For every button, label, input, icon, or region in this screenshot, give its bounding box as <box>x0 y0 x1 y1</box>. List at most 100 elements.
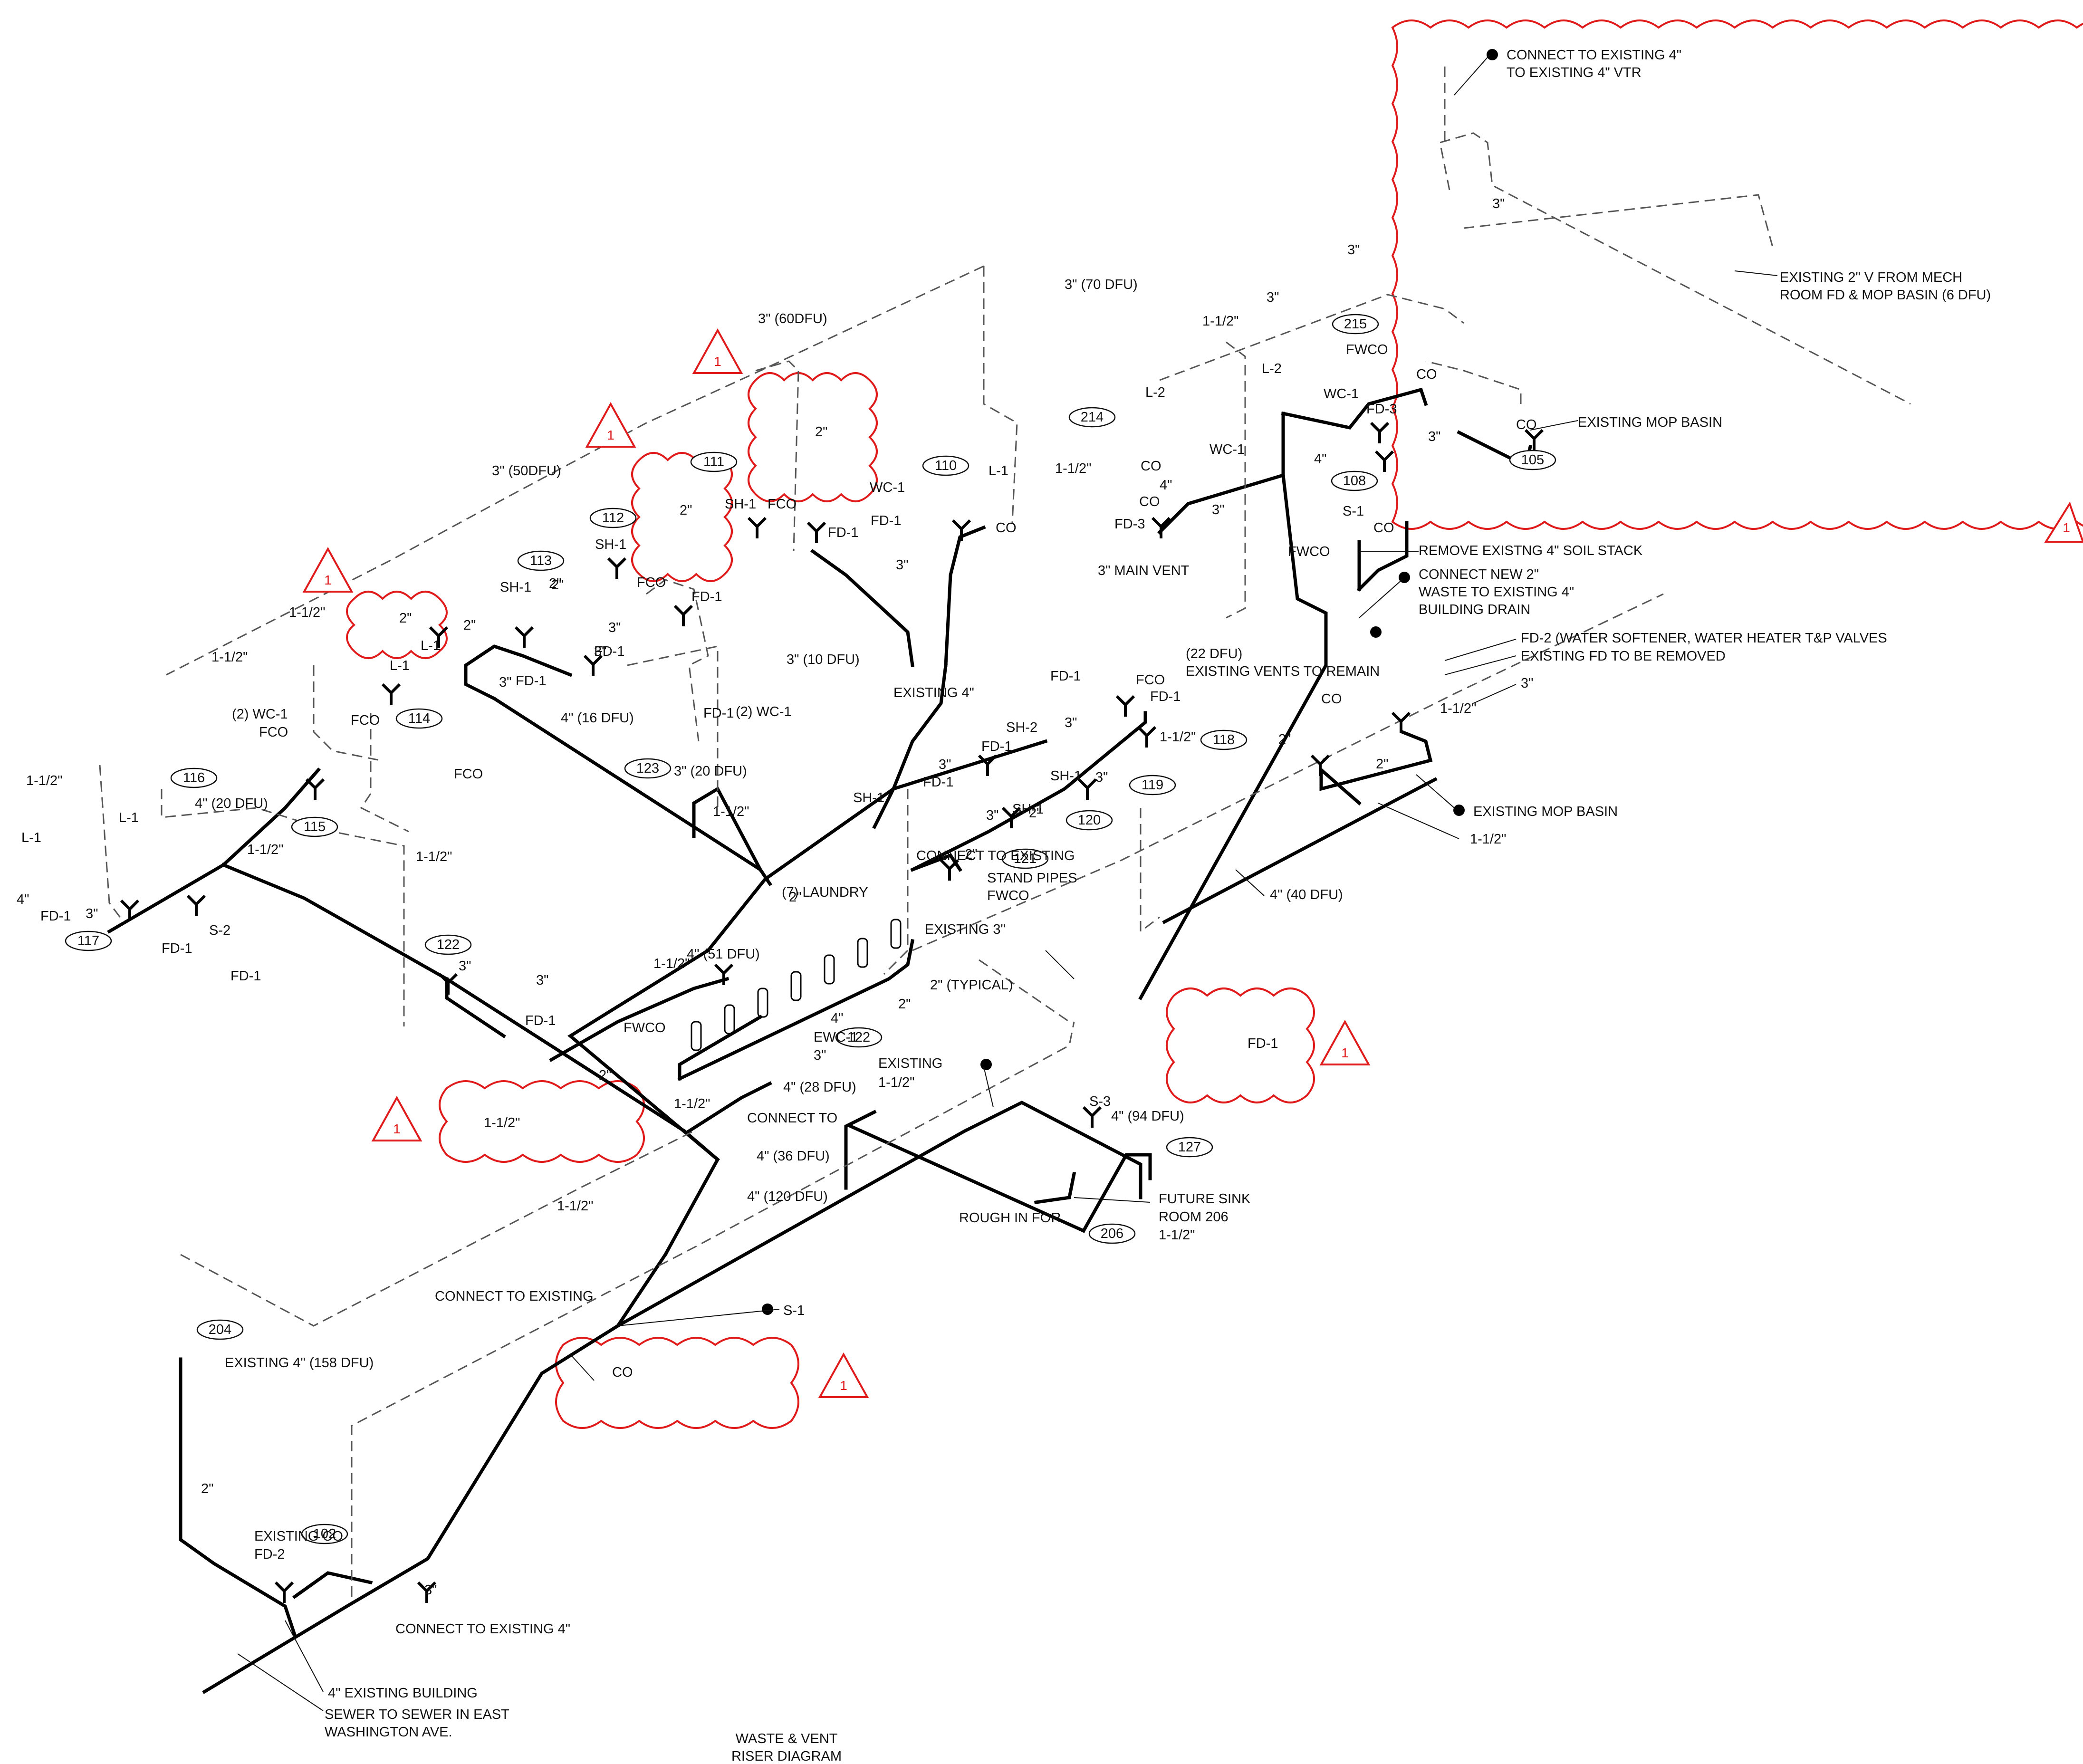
label: 2" <box>399 611 412 626</box>
svg-text:114: 114 <box>408 711 430 726</box>
label: 3" <box>594 644 606 659</box>
label: S-1 <box>1343 504 1364 519</box>
room-tag-117: 117 <box>65 930 112 951</box>
label: L-2 <box>1145 385 1165 400</box>
label: FD-1 <box>703 706 734 721</box>
label: FD-1 <box>525 1013 556 1028</box>
label: (7) LAUNDRY <box>782 885 868 900</box>
floor-drain-icon <box>673 604 693 626</box>
label: EXISTING CO <box>254 1529 343 1544</box>
label: 4" (40 DFU) <box>1270 887 1343 902</box>
label: ROUGH IN FOR <box>959 1210 1061 1226</box>
branch-sh1-121 <box>910 853 962 872</box>
label: 3" <box>1212 502 1224 518</box>
label: 3" <box>536 973 548 988</box>
label: 4" (20 DFU) <box>195 796 268 811</box>
label: FD-1 <box>516 673 546 689</box>
floor-drain-icon <box>806 521 826 543</box>
svg-text:119: 119 <box>1142 777 1163 793</box>
label: EWC-1 <box>814 1030 858 1045</box>
riser-204-s1 <box>179 1357 297 1637</box>
new-2in-waste <box>1357 521 1409 592</box>
label: 3" <box>1521 676 1533 691</box>
svg-text:113: 113 <box>530 553 552 568</box>
label: ROOM FD & MOP BASIN (6 DFU) <box>1780 288 1991 303</box>
vent-laundry <box>883 789 909 975</box>
label: 3" (20 DFU) <box>674 764 747 779</box>
label: FD-3 <box>1114 517 1145 532</box>
connect-point-icon <box>762 1304 773 1315</box>
label: 2" <box>1029 805 1041 821</box>
label: 2" <box>815 424 827 440</box>
label: 1-1/2" <box>26 773 62 788</box>
label: 4" (36 DFU) <box>757 1149 830 1164</box>
label: 2" <box>680 503 692 518</box>
connect-point-icon <box>1370 626 1382 638</box>
svg-text:122: 122 <box>437 937 460 952</box>
floor-drain-icon <box>951 519 971 541</box>
room-tag-111: 111 <box>690 451 738 472</box>
vent-west-70dfu <box>166 265 984 676</box>
existing-3in <box>1162 777 1438 924</box>
label: CONNECT TO EXISTING <box>435 1289 594 1304</box>
label: FUTURE SINK <box>1159 1191 1251 1207</box>
floor-drain-icon <box>1151 517 1171 538</box>
label: FD-3 <box>1366 402 1397 417</box>
label: 1-1/2" <box>416 849 452 864</box>
floor-drain-icon <box>747 517 767 538</box>
floor-drain-icon <box>607 557 627 579</box>
svg-text:102: 102 <box>313 1526 336 1542</box>
floor-drain-icon <box>120 899 140 921</box>
vent-south-long <box>180 1130 694 1327</box>
branch-118-121 <box>910 711 1147 872</box>
floor-drain-icon <box>1524 429 1544 451</box>
label: CONNECT NEW 2" <box>1419 567 1539 582</box>
room-tag-114: 114 <box>395 708 443 729</box>
revision-cloud-2in-c <box>346 591 448 659</box>
svg-text:204: 204 <box>209 1322 231 1337</box>
vent-east-lower <box>1140 808 1160 933</box>
label: 1-1/2" <box>674 1096 710 1112</box>
label: FD-1 <box>981 739 1012 754</box>
label: SH-1 <box>1012 802 1044 817</box>
branch-3in-20dfu <box>692 786 763 872</box>
room-tag-206: 206 <box>1088 1223 1136 1244</box>
vent-east-long <box>1425 360 1522 404</box>
vent-west-1-1-2 <box>360 713 409 833</box>
svg-text:1: 1 <box>840 1378 847 1393</box>
svg-text:120: 120 <box>1078 813 1101 828</box>
label: 2" <box>551 577 564 593</box>
label: 4" (28 DFU) <box>783 1080 856 1095</box>
revision-triangle: 1 <box>692 328 743 374</box>
floor-drain-icon <box>714 963 734 985</box>
label: 2" <box>549 576 561 591</box>
label: 2" <box>789 890 801 905</box>
svg-text:1: 1 <box>2063 520 2070 535</box>
label: 3" <box>1065 715 1077 730</box>
branch-10dfu <box>492 696 772 886</box>
branch-fd2-east <box>1400 729 1433 763</box>
fixtures <box>120 49 1544 1603</box>
floor-drain-icon <box>583 654 603 676</box>
label: S-3 <box>1089 1094 1111 1109</box>
label: 2" <box>599 1068 611 1083</box>
room-tag-120: 120 <box>1065 810 1113 831</box>
svg-text:214: 214 <box>1081 410 1104 425</box>
floor-drain-icon <box>1310 754 1330 776</box>
branch-214-fd3 <box>1157 473 1286 535</box>
branch-122-fd1 <box>445 977 506 1038</box>
label: CONNECT TO <box>747 1111 837 1126</box>
label: 3" <box>608 620 621 635</box>
label: FD-1 <box>871 513 901 528</box>
laundry-standpipes <box>691 919 902 1051</box>
svg-text:108: 108 <box>1343 473 1366 489</box>
label: (2) WC-1 <box>736 704 792 719</box>
text-labels: CONNECT TO EXISTING 4" TO EXISTING 4" VT… <box>17 48 1991 1740</box>
label: WC-1 <box>1209 442 1245 457</box>
label: 4" <box>831 1011 843 1026</box>
label: 3" <box>939 757 951 772</box>
label: FD-2 (WATER SOFTENER, WATER HEATER T&P V… <box>1521 631 1887 646</box>
label: EXISTING MOP BASIN <box>1578 415 1722 430</box>
label: 1-1/2" <box>484 1115 520 1131</box>
